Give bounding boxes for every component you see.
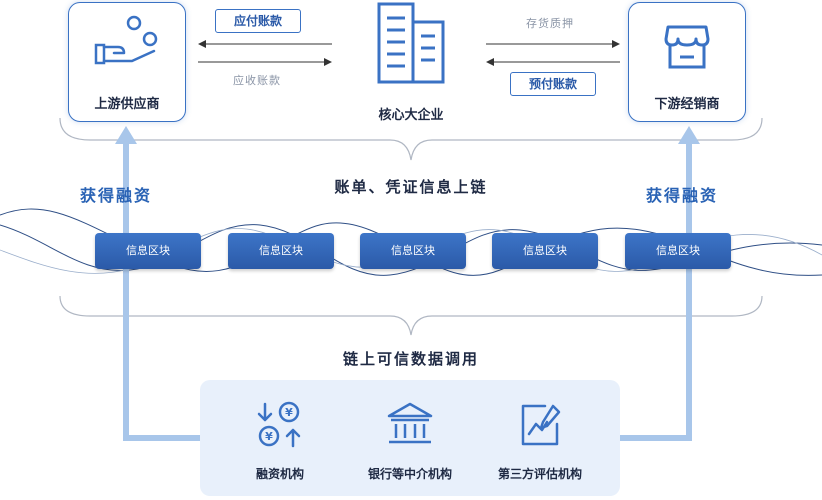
institutions-panel: ¥ ¥ 融资机构 银行等中介机构 第三方评估机构 (200, 380, 620, 496)
arrow-prepayment-head (486, 58, 494, 66)
upper-brace (59, 117, 763, 161)
downstream-dealer-box: 下游经销商 (628, 2, 746, 122)
chain-upload-title: 账单、凭证信息上链 (334, 178, 488, 196)
info-block-5: 信息区块 (625, 233, 731, 269)
obtain-financing-left: 获得融资 (80, 186, 153, 205)
arrow-receivable-head (324, 58, 332, 66)
info-block-2: 信息区块 (228, 233, 334, 269)
svg-text:¥: ¥ (285, 406, 293, 419)
obtain-financing-right: 获得融资 (646, 186, 719, 205)
financing-institution-label: 融资机构 (255, 467, 304, 481)
office-building-icon (377, 2, 445, 84)
downstream-dealer-label: 下游经销商 (654, 97, 720, 112)
wave-line-2 (0, 224, 822, 276)
bank-intermediary-label: 银行等中介机构 (367, 467, 452, 481)
right-financing-arrowhead (678, 126, 700, 144)
third-party-evaluator-label: 第三方评估机构 (497, 467, 582, 481)
prepayment-tag: 预付账款 (510, 72, 596, 96)
info-block-3: 信息区块 (360, 233, 466, 269)
arrow-payable-head (198, 40, 206, 48)
core-enterprise-label: 核心大企业 (378, 108, 444, 123)
lower-brace (59, 295, 763, 336)
hand-coins-icon (94, 15, 158, 65)
receivable-text: 应收账款 (233, 74, 281, 87)
inventory-pledge-text: 存货质押 (526, 17, 574, 30)
arrow-inventory-head (612, 40, 620, 48)
left-financing-arrowhead (115, 126, 137, 144)
storefront-icon (664, 25, 710, 69)
third-party-evaluator: 第三方评估机构 (470, 380, 610, 496)
svg-text:¥: ¥ (265, 430, 273, 443)
info-block-1: 信息区块 (95, 233, 201, 269)
payable-tag: 应付账款 (215, 9, 301, 33)
upstream-supplier-label: 上游供应商 (94, 97, 160, 112)
bank-intermediary: 银行等中介机构 (340, 380, 480, 496)
bank-icon (387, 402, 433, 444)
evaluation-chart-icon (521, 404, 561, 446)
core-enterprise: 核心大企业 (355, 0, 467, 125)
financing-institution: ¥ ¥ 融资机构 (210, 380, 350, 496)
upstream-supplier-box: 上游供应商 (68, 2, 186, 122)
onchain-data-call-title: 链上可信数据调用 (342, 350, 479, 368)
exchange-yen-icon: ¥ ¥ (257, 401, 301, 448)
info-block-4: 信息区块 (492, 233, 598, 269)
